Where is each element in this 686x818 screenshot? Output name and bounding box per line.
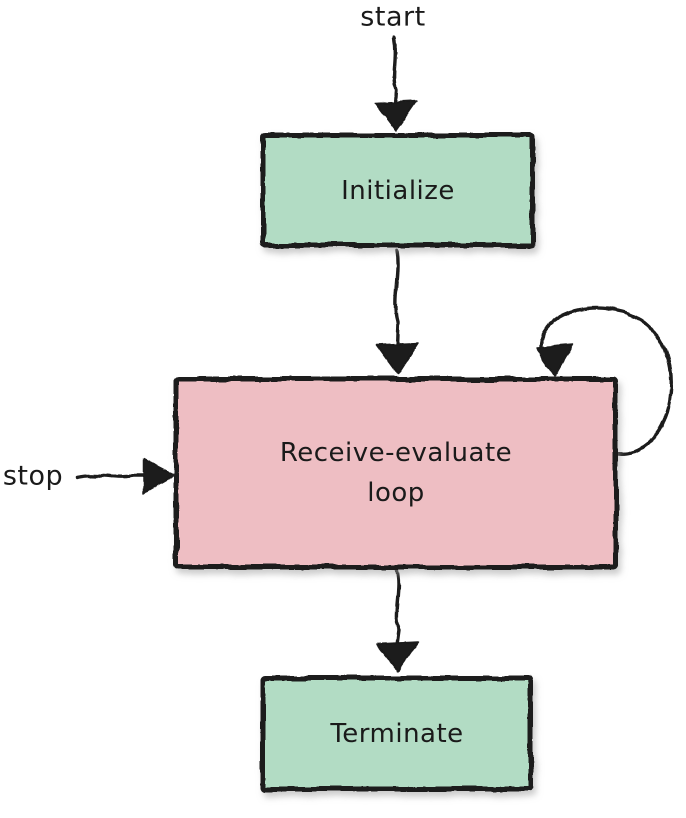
arrowhead-down-icon xyxy=(376,641,419,672)
edge-self-loop xyxy=(535,306,673,455)
node-receive-evaluate-loop xyxy=(173,376,619,570)
node-receive-evaluate-loop-label-line-1: Receive-evaluate xyxy=(279,438,513,468)
node-receive-evaluate-loop-label-line-2: loop xyxy=(367,478,425,508)
node-terminate xyxy=(260,675,534,792)
edge-start-to-initialize xyxy=(374,36,418,132)
start-label: start xyxy=(360,1,426,33)
arrowhead-down-icon xyxy=(374,100,418,132)
edge-loop-to-terminate xyxy=(376,568,419,672)
node-initialize xyxy=(260,132,536,248)
node-terminate-label: Terminate xyxy=(330,719,464,749)
edge-stop-to-loop xyxy=(76,458,176,494)
stop-label: stop xyxy=(2,460,64,492)
node-initialize-label: Initialize xyxy=(341,176,455,206)
edge-initialize-to-loop xyxy=(376,248,419,375)
arrowhead-down-icon xyxy=(376,342,419,375)
node-receive-evaluate-loop-label: Receive-evaluate loop xyxy=(280,433,512,513)
arrowhead-down-icon xyxy=(535,343,574,377)
arrowhead-right-icon xyxy=(143,458,176,494)
